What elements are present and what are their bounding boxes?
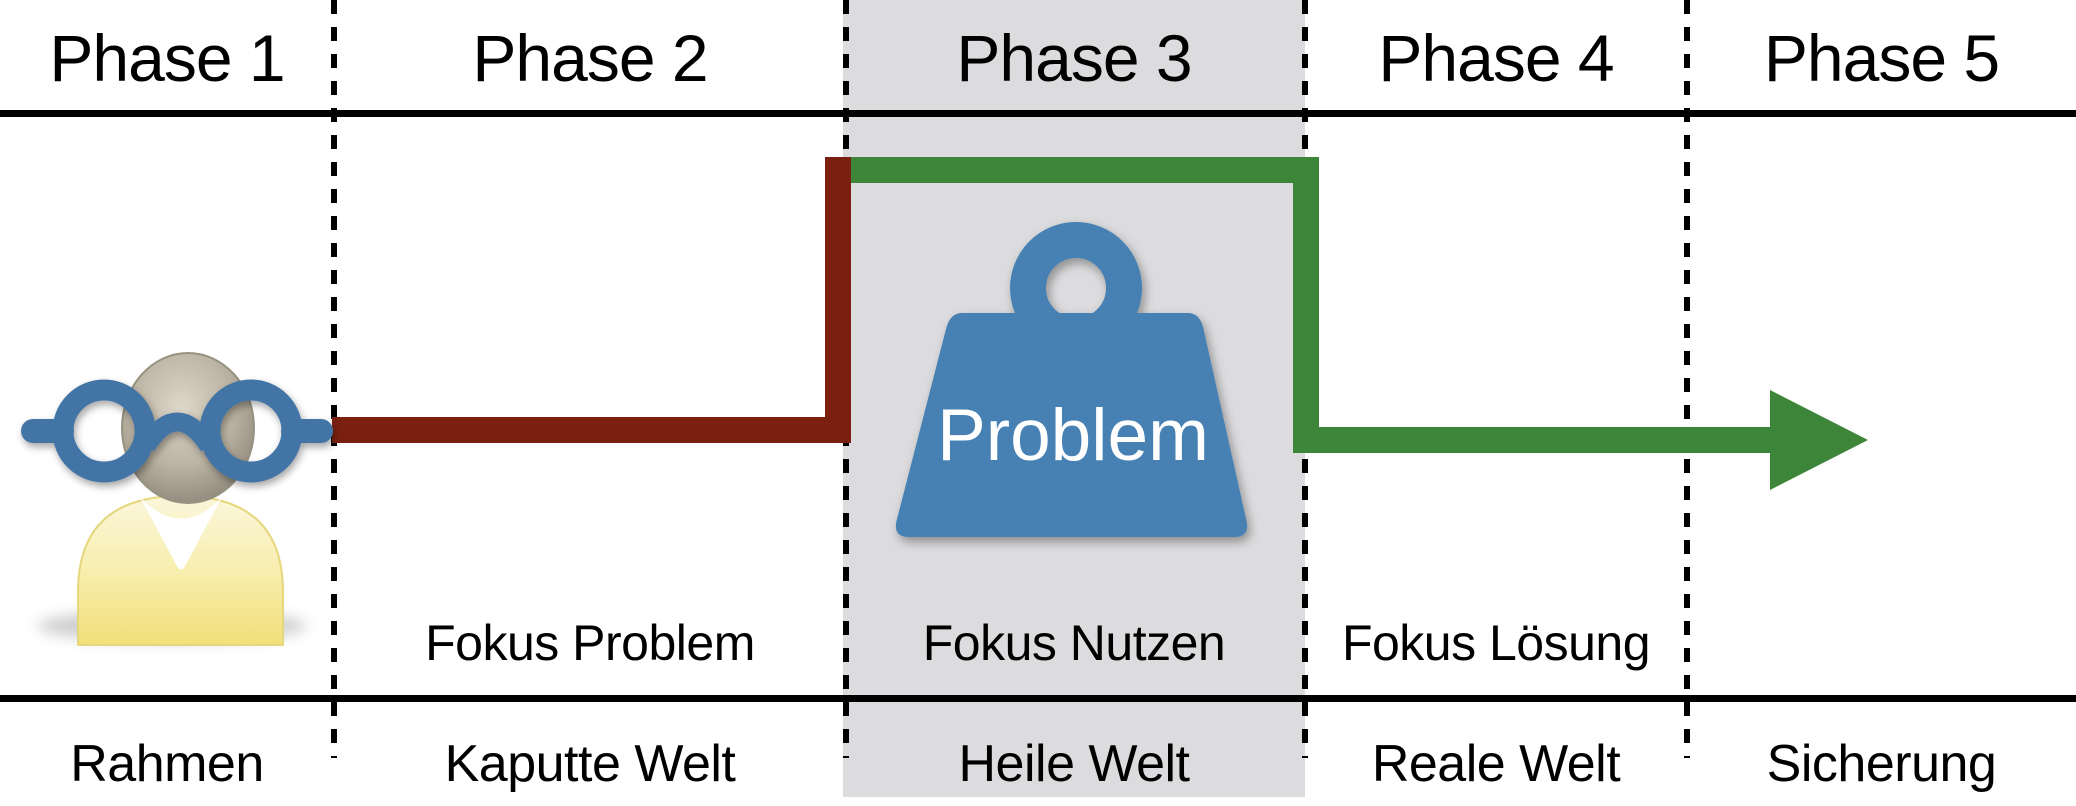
footer-separator-line — [0, 695, 2076, 702]
phase-4-bottom-label: Reale Welt — [1371, 735, 1621, 793]
arrow-right-icon — [1770, 390, 1868, 490]
divider-phase1-phase2 — [331, 0, 337, 758]
journey-path-red — [332, 157, 851, 443]
person-body — [77, 494, 284, 646]
phase-3-bottom-label: Heile Welt — [958, 735, 1190, 793]
phase-2-focus-label: Fokus Problem — [425, 615, 755, 671]
phase-3-focus-label: Fokus Nutzen — [922, 615, 1226, 671]
phase-1-bottom-label: Rahmen — [70, 735, 264, 793]
phase-1-header: Phase 1 — [49, 21, 285, 95]
phase-5-bottom-label: Sicherung — [1766, 735, 1997, 793]
phase-5-header: Phase 5 — [1763, 21, 2000, 95]
header-separator-line — [0, 110, 2076, 117]
phase-3-header: Phase 3 — [956, 21, 1192, 95]
weight-label: Problem — [937, 395, 1209, 476]
glasses-icon — [21, 379, 333, 483]
weight-icon: Problem — [895, 222, 1248, 537]
green-path-line — [838, 157, 1772, 453]
person-with-glasses-icon — [21, 352, 333, 646]
phase-2-header: Phase 2 — [472, 21, 708, 95]
phase-4-focus-label: Fokus Lösung — [1341, 615, 1651, 671]
phase-2-bottom-label: Kaputte Welt — [444, 735, 736, 793]
weight-body — [895, 313, 1248, 537]
journey-path-green — [838, 157, 1868, 490]
person-collar — [140, 497, 222, 570]
phase-4-header: Phase 4 — [1378, 21, 1614, 95]
divider-phase4-phase5 — [1684, 0, 1690, 758]
